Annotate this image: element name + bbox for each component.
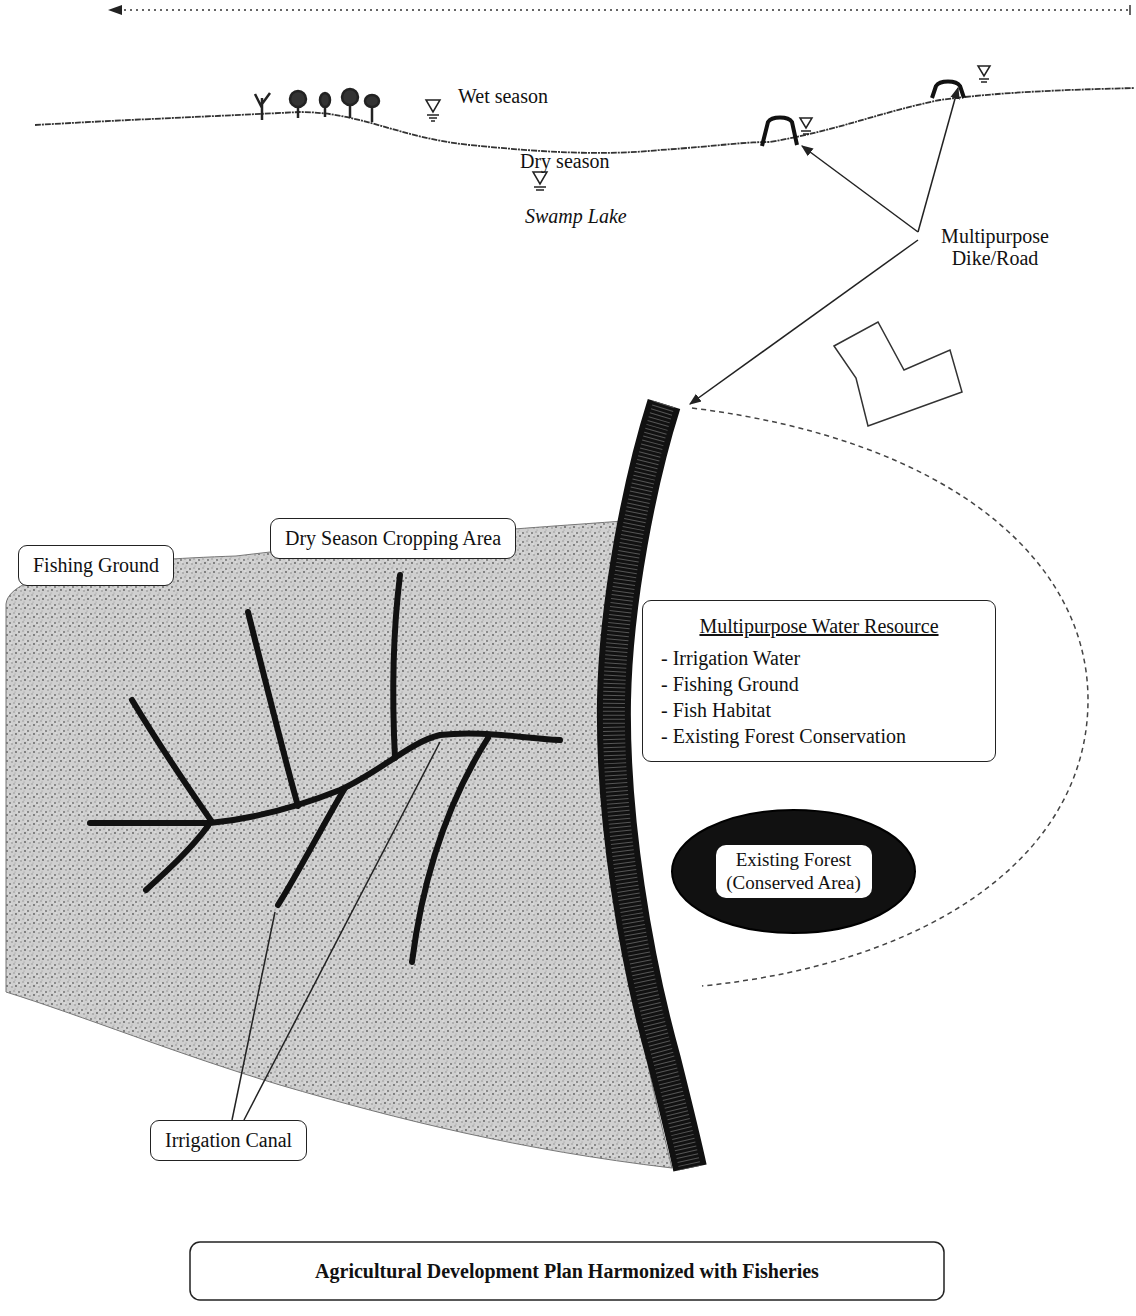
section-label: Wet season — [458, 85, 548, 107]
box-label: Dry Season Cropping Area — [285, 527, 501, 550]
canal-leaders — [232, 742, 440, 1120]
water-level-symbols — [426, 66, 990, 190]
section-label: Dry season — [520, 150, 609, 172]
dike-section — [762, 82, 964, 147]
trees — [255, 89, 379, 122]
irrigation-canals — [90, 575, 560, 962]
extent-line — [108, 5, 1130, 15]
block-arrow — [834, 322, 962, 426]
label-box: Irrigation Canal — [150, 1120, 307, 1161]
ellipse-label: Existing Forest (Conserved Area) — [724, 849, 864, 895]
list-item: - Irrigation Water — [661, 645, 977, 671]
panel-heading: Multipurpose Water Resource — [661, 613, 977, 639]
list-item: - Fish Habitat — [661, 697, 977, 723]
ground-profile — [35, 88, 1134, 153]
label-box: Fishing Ground — [18, 545, 174, 586]
list-item: - Existing Forest Conservation — [661, 723, 977, 749]
title-frame — [190, 1242, 944, 1300]
section-label: Swamp Lake — [525, 205, 627, 227]
label-box: Dry Season Cropping Area — [270, 518, 516, 559]
dike-road-plan — [614, 404, 690, 1168]
box-label: Fishing Ground — [33, 554, 159, 577]
section-label: Multipurpose Dike/Road — [920, 225, 1070, 269]
diagram-title: Agricultural Development Plan Harmonized… — [190, 1242, 944, 1300]
list-item: - Fishing Ground — [661, 671, 977, 697]
box-label: Irrigation Canal — [165, 1129, 292, 1152]
cropping-area — [6, 520, 672, 1168]
leader-lines — [690, 88, 958, 404]
resource-box: Multipurpose Water Resource - Irrigation … — [642, 600, 996, 762]
forest-ellipse: Existing Forest (Conserved Area) — [670, 808, 917, 935]
